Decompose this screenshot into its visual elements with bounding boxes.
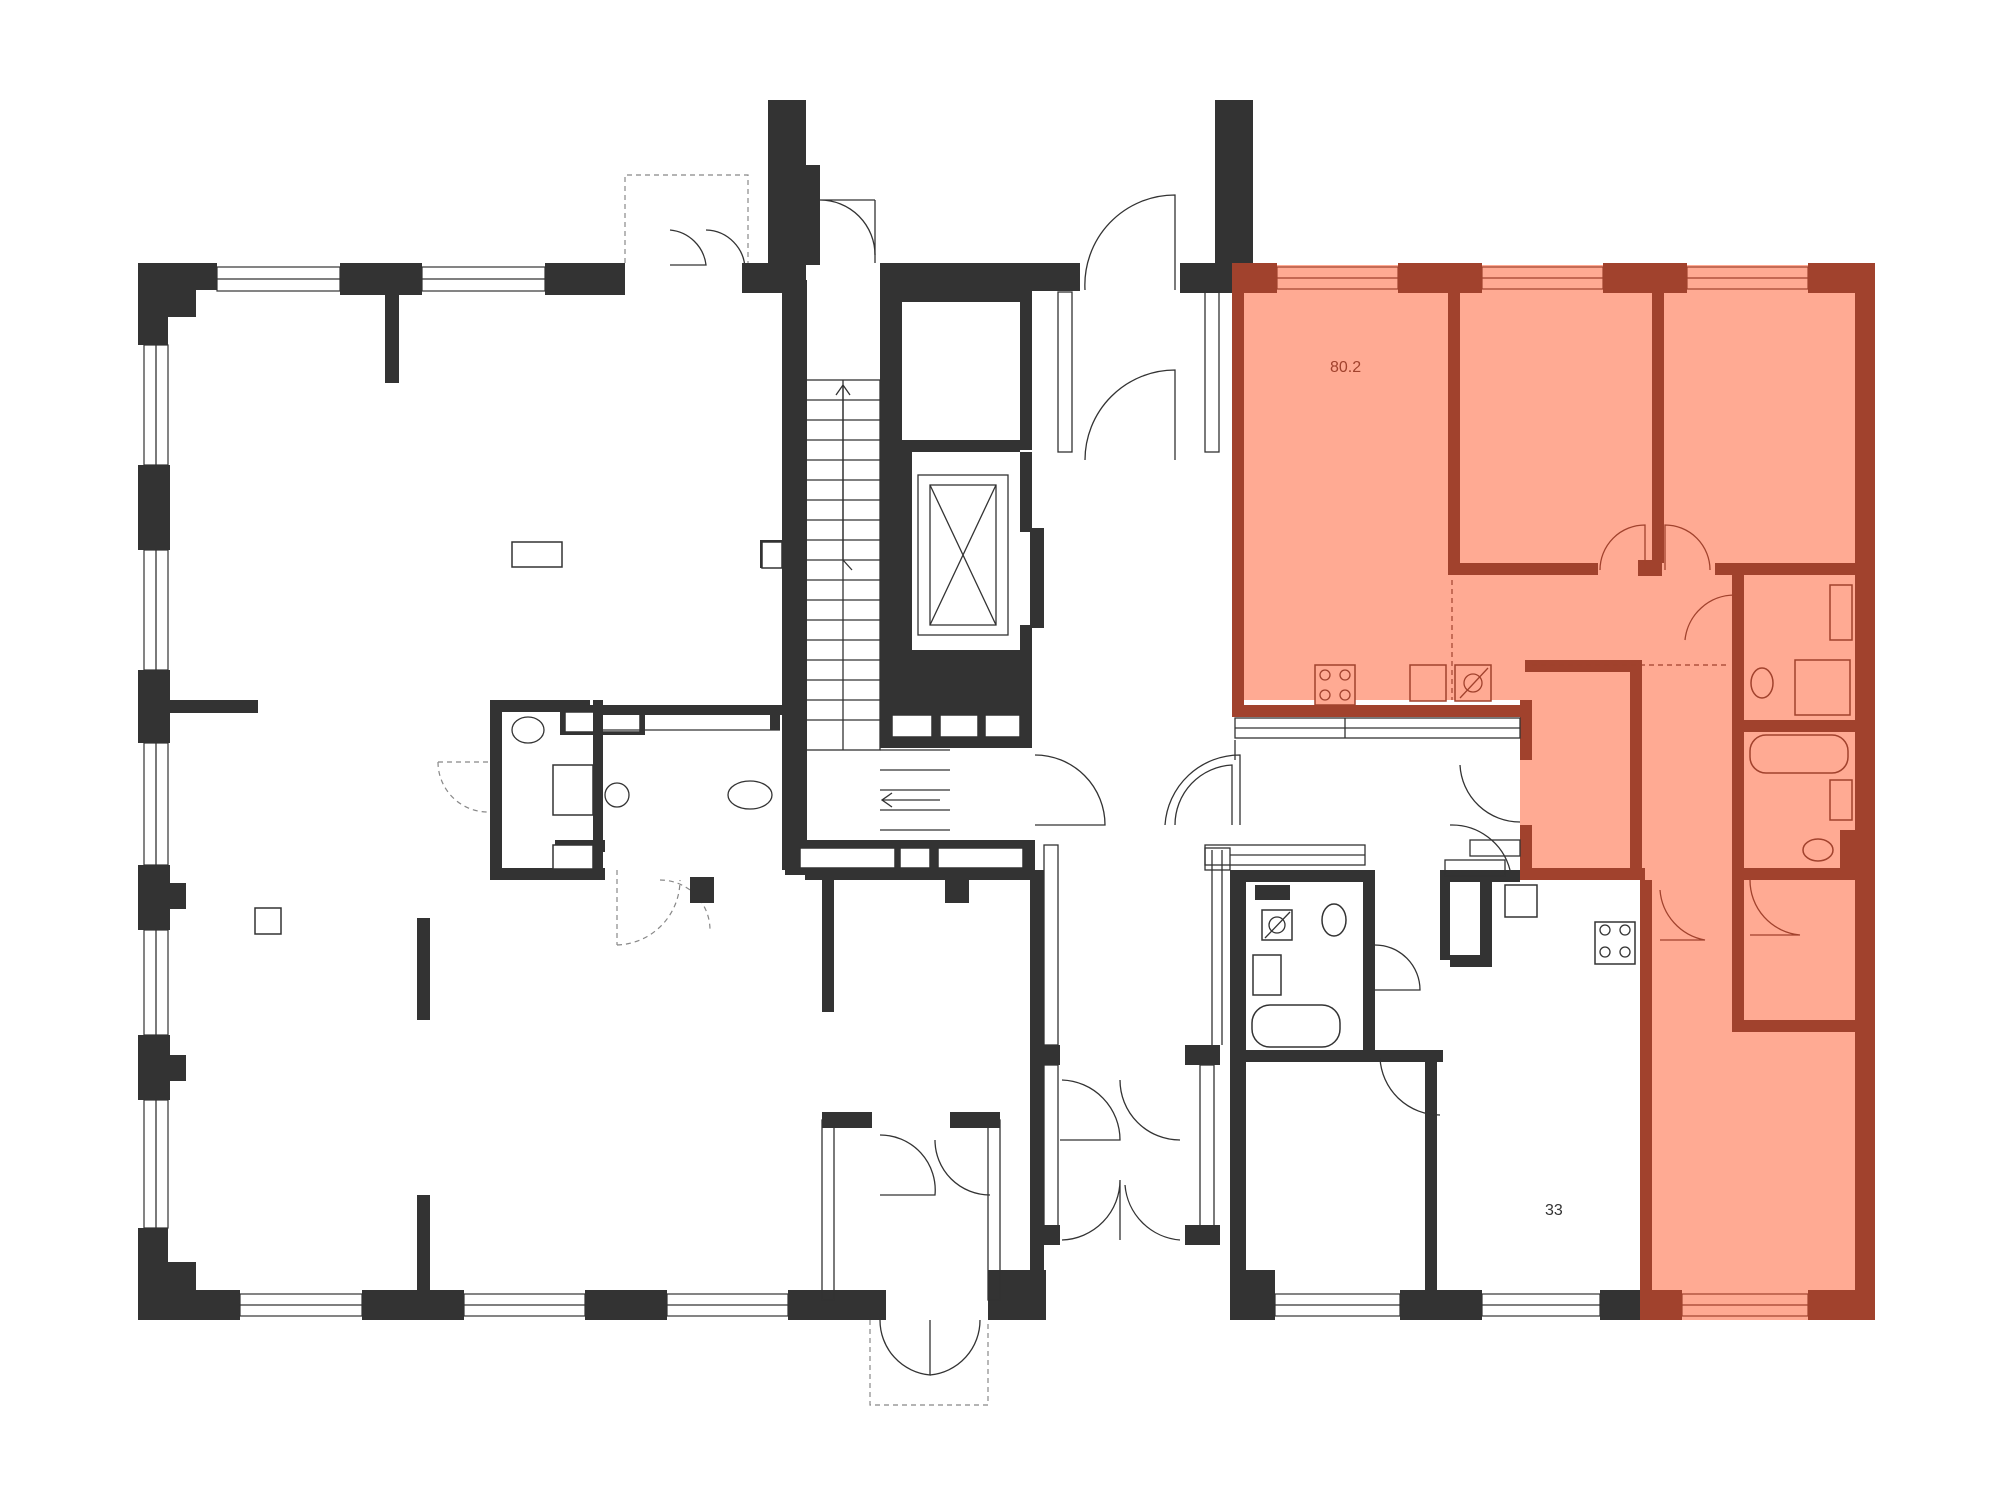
apartment-small-area: 33 (1545, 1202, 1563, 1219)
apartment-highlighted-area: 80.2 (1330, 359, 1361, 376)
lobby (624, 100, 1253, 1406)
apartment-highlighted-walls: 80.2 (1232, 263, 1875, 1320)
commercial-bathrooms (437, 700, 783, 946)
commercial-space (138, 263, 870, 1320)
stairwell (785, 263, 1080, 875)
apartment-highlighted[interactable] (1232, 265, 1875, 1320)
apartment-small[interactable]: 33 (1230, 824, 1640, 1320)
